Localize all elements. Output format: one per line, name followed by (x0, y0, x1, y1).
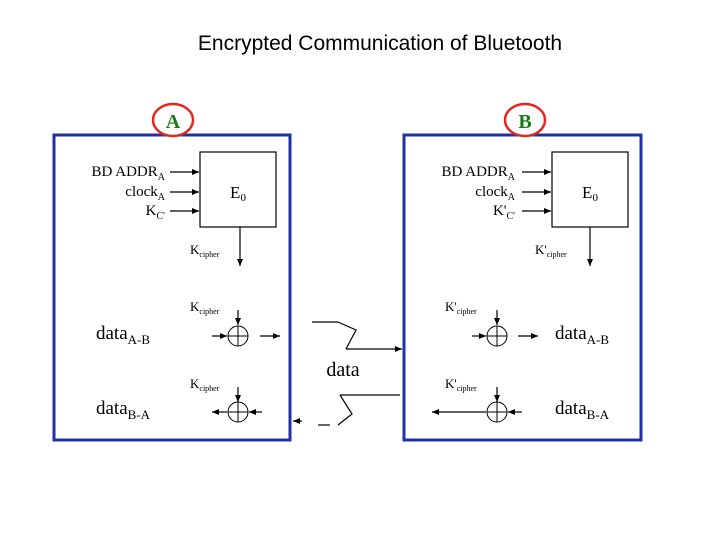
device-b-data-in: dataA-B (555, 323, 609, 347)
device-a-key-decrypt: Kcipher (190, 376, 220, 393)
device-a-data-in: dataB-A (96, 398, 151, 422)
device-b-key-cipher: K'cipher (535, 242, 567, 259)
device-b-key-decrypt: K'cipher (445, 299, 477, 316)
device-b-badge-label: B (518, 111, 531, 133)
device-b-input-bdaddr: BD ADDRA (442, 164, 516, 183)
device-b-data-out: dataB-A (555, 398, 610, 422)
channel-data-label: data (326, 359, 359, 381)
device-b-e0-label: E0 (582, 183, 598, 204)
device-b-key-encrypt: K'cipher (445, 376, 477, 393)
device-a-badge-label: A (166, 111, 181, 133)
device-a-badge (151, 102, 195, 138)
device-a-e0-block (199, 151, 277, 228)
device-b-input-clock: clockA (475, 184, 515, 203)
channel-a-to-b (312, 321, 402, 352)
device-b-badge (503, 102, 547, 138)
device-a-data-out: dataA-B (96, 323, 150, 347)
device-a-key-cipher: Kcipher (190, 242, 220, 259)
device-a-key-encrypt: Kcipher (190, 299, 220, 316)
device-a-input-clock: clockA (125, 184, 165, 203)
device-b-e0-block (551, 151, 629, 228)
device-a-input-bdaddr: BD ADDRA (92, 164, 166, 183)
device-a-input-key: KC' (146, 203, 166, 222)
channel-b-to-a (293, 394, 400, 426)
device-a-e0-label: E0 (230, 183, 246, 204)
device-b-input-key: K'C' (493, 203, 515, 222)
page-title: Encrypted Communication of Bluetooth (197, 32, 563, 55)
